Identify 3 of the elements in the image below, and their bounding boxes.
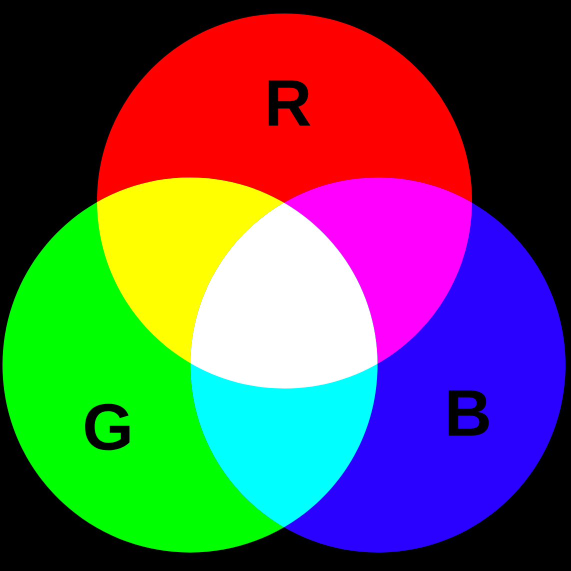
circle-letter: R — [268, 80, 310, 126]
circle-letter: B — [448, 390, 489, 436]
circle-letter: G — [85, 404, 130, 450]
